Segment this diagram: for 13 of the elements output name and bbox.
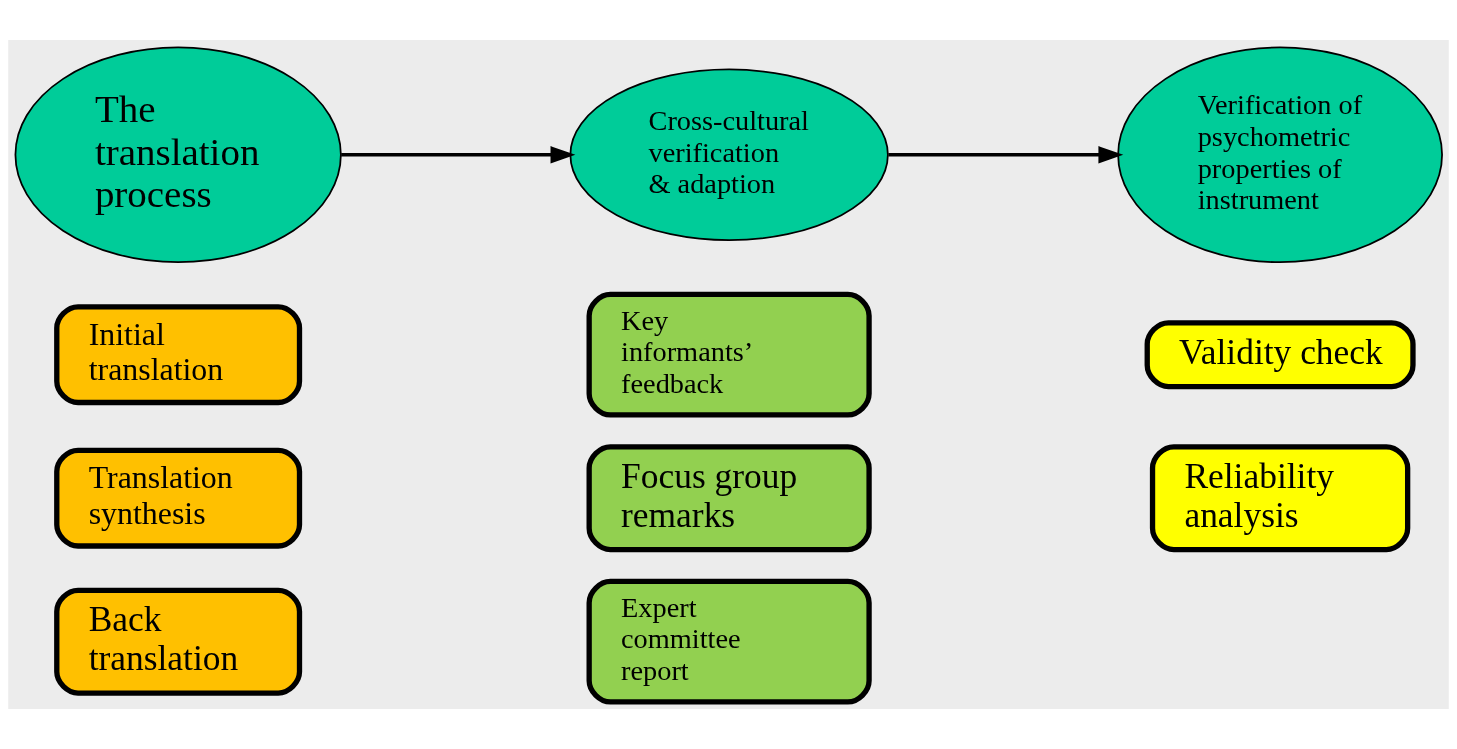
node-box: Validity check <box>1144 320 1416 390</box>
node-box: Key informants’ feedback <box>586 291 872 418</box>
node-box: Initial translation <box>54 304 303 406</box>
arrow <box>888 146 1124 164</box>
node-ellipse: The translation process <box>14 46 342 264</box>
node-box: Translation synthesis <box>54 447 303 549</box>
node-box: Reliability analysis <box>1149 444 1411 553</box>
node-box: Focus group remarks <box>586 444 872 553</box>
node-box: Expert committee report <box>586 578 872 705</box>
node-ellipse: Verification of psychometric properties of instrument <box>1117 46 1443 264</box>
node-ellipse: Cross-cultural verification & adaption <box>569 68 889 242</box>
arrow <box>341 146 576 164</box>
node-box: Back translation <box>54 587 303 696</box>
